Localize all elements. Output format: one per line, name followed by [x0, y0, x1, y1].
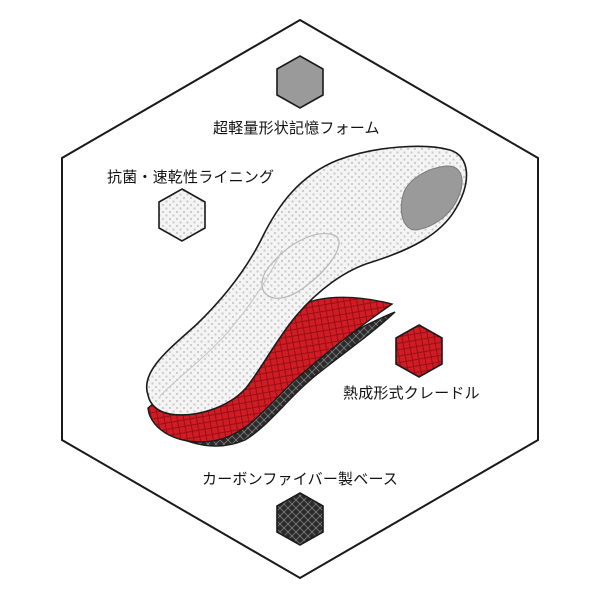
lining-label: 抗菌・速乾性ライニング	[107, 168, 275, 186]
cradle-swatch-icon	[395, 324, 443, 378]
cradle-label: 熱成形式クレードル	[343, 384, 480, 402]
memory-foam-swatch-icon	[276, 55, 324, 109]
lining-swatch-icon	[158, 188, 206, 242]
memory-foam-label: 超軽量形状記憶フォーム	[213, 119, 380, 137]
carbon-swatch-icon	[276, 492, 324, 546]
insole-top-surface	[145, 145, 468, 416]
inner-rim-line	[159, 249, 283, 397]
memory-foam-heel-pad	[400, 165, 463, 231]
carbon-base-label: カーボンファイバー製ベース	[202, 470, 399, 488]
